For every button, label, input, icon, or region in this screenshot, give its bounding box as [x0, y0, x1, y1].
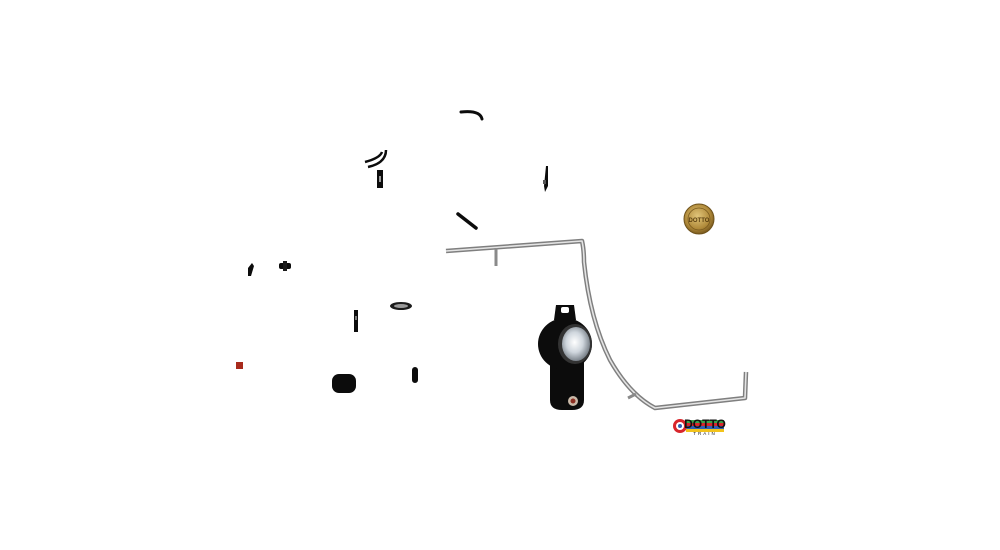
- vertical-bracket: [354, 310, 358, 332]
- small-hook-part: [248, 263, 254, 276]
- small-logo-plate: [390, 302, 412, 310]
- headlamp-assembly: [538, 305, 592, 410]
- curved-black-strip-top: [459, 110, 484, 121]
- dotto-train-logo: DOTTO TRAIN: [673, 414, 726, 436]
- small-cylinder-part: [279, 261, 291, 271]
- logo-sub-text: TRAIN: [693, 431, 717, 436]
- curved-strip-pair: [364, 149, 388, 188]
- small-bracket: [543, 166, 548, 192]
- red-marker-light: [236, 362, 243, 369]
- brand-coin: DOTTO: [683, 203, 715, 235]
- chrome-handrail: [445, 238, 749, 411]
- coin-text: DOTTO: [689, 218, 710, 224]
- logo-main-text: DOTTO: [684, 417, 726, 431]
- diagonal-rod: [456, 212, 478, 230]
- black-buffer-block: [332, 374, 356, 393]
- small-capsule-part: [412, 367, 418, 383]
